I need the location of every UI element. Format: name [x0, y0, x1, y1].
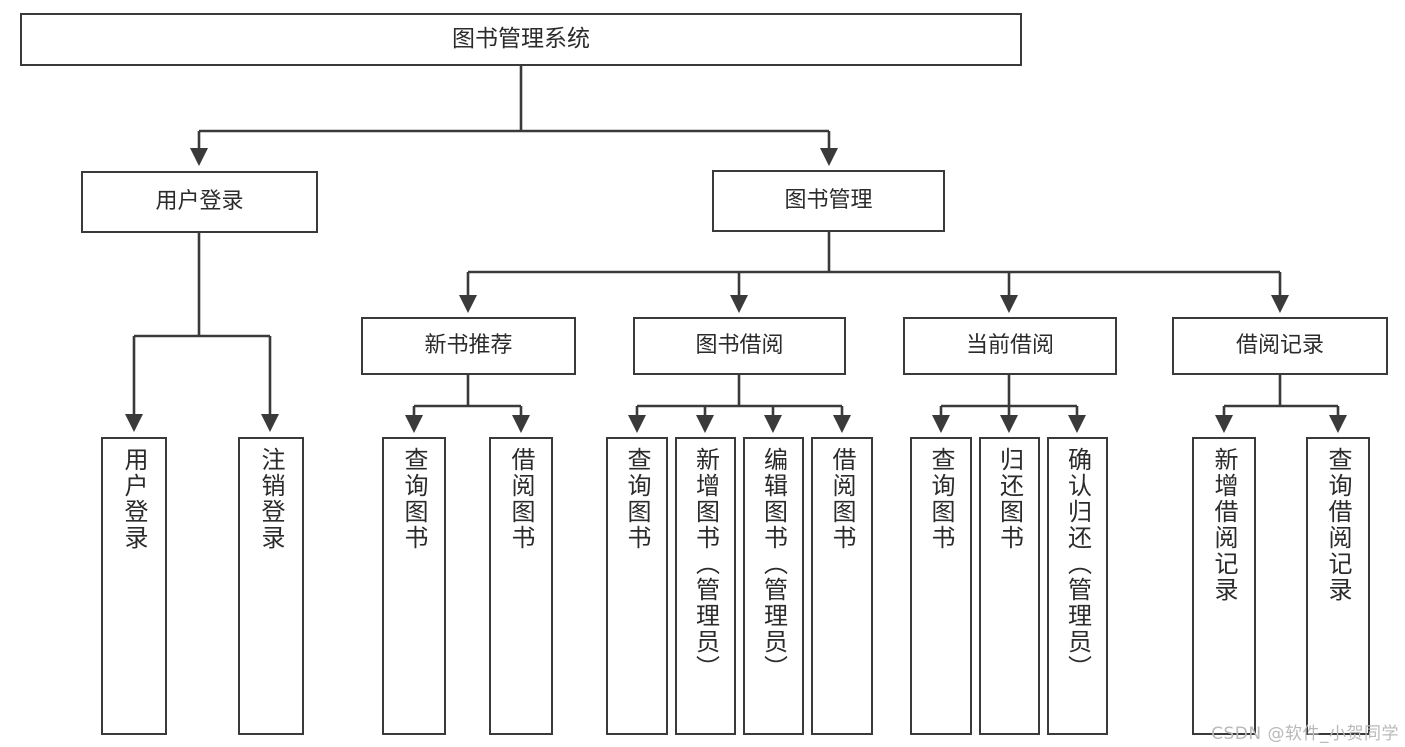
node-label: 注销登录	[257, 447, 285, 551]
node-label: 借阅图书	[828, 447, 856, 551]
node-current-borrowing[interactable]: 当前借阅	[903, 317, 1117, 375]
node-label: 确认归还（管理员）	[1063, 447, 1092, 681]
node-label: 借阅记录	[1235, 333, 1324, 359]
node-label: 查询图书	[623, 447, 651, 551]
leaf-current-borrow-return-books[interactable]: 归还图书	[979, 437, 1040, 735]
node-label: 新书推荐	[424, 333, 513, 359]
node-user-login[interactable]: 用户登录	[81, 171, 318, 233]
node-label: 用户登录	[155, 189, 244, 215]
node-label: 图书管理	[784, 188, 873, 214]
leaf-borrow-record-query-record[interactable]: 查询借阅记录	[1306, 437, 1370, 735]
node-new-book-recommendation[interactable]: 新书推荐	[361, 317, 576, 375]
node-label: 查询借阅记录	[1324, 447, 1352, 603]
leaf-book-borrow-borrow-books[interactable]: 借阅图书	[811, 437, 873, 735]
node-label: 新增图书（管理员）	[691, 447, 720, 681]
node-book-borrowing[interactable]: 图书借阅	[633, 317, 846, 375]
node-root-book-management-system[interactable]: 图书管理系统	[20, 13, 1022, 66]
node-label: 借阅图书	[507, 447, 535, 551]
node-label: 查询图书	[927, 447, 955, 551]
node-book-management[interactable]: 图书管理	[712, 170, 945, 232]
node-label: 查询图书	[400, 447, 428, 551]
leaf-user-login-login[interactable]: 用户登录	[101, 437, 167, 735]
leaf-current-borrow-confirm-return-admin[interactable]: 确认归还（管理员）	[1047, 437, 1108, 735]
leaf-borrow-record-add-record[interactable]: 新增借阅记录	[1192, 437, 1256, 735]
node-label: 新增借阅记录	[1210, 447, 1238, 603]
node-label: 编辑图书（管理员）	[759, 447, 788, 681]
leaf-book-borrow-query-books[interactable]: 查询图书	[606, 437, 668, 735]
leaf-current-borrow-query-books[interactable]: 查询图书	[910, 437, 972, 735]
node-label: 图书管理系统	[452, 25, 590, 52]
leaf-book-borrow-edit-book-admin[interactable]: 编辑图书（管理员）	[743, 437, 804, 735]
node-label: 当前借阅	[965, 333, 1054, 359]
node-label: 用户登录	[120, 447, 148, 551]
leaf-new-book-borrow-books[interactable]: 借阅图书	[489, 437, 553, 735]
node-borrowing-record[interactable]: 借阅记录	[1172, 317, 1388, 375]
csdn-watermark: CSDN @软件_小贺同学	[1211, 724, 1399, 744]
node-label: 图书借阅	[695, 333, 784, 359]
leaf-new-book-query-books[interactable]: 查询图书	[382, 437, 446, 735]
leaf-book-borrow-add-book-admin[interactable]: 新增图书（管理员）	[675, 437, 736, 735]
leaf-user-login-logout[interactable]: 注销登录	[238, 437, 304, 735]
node-label: 归还图书	[995, 447, 1024, 551]
